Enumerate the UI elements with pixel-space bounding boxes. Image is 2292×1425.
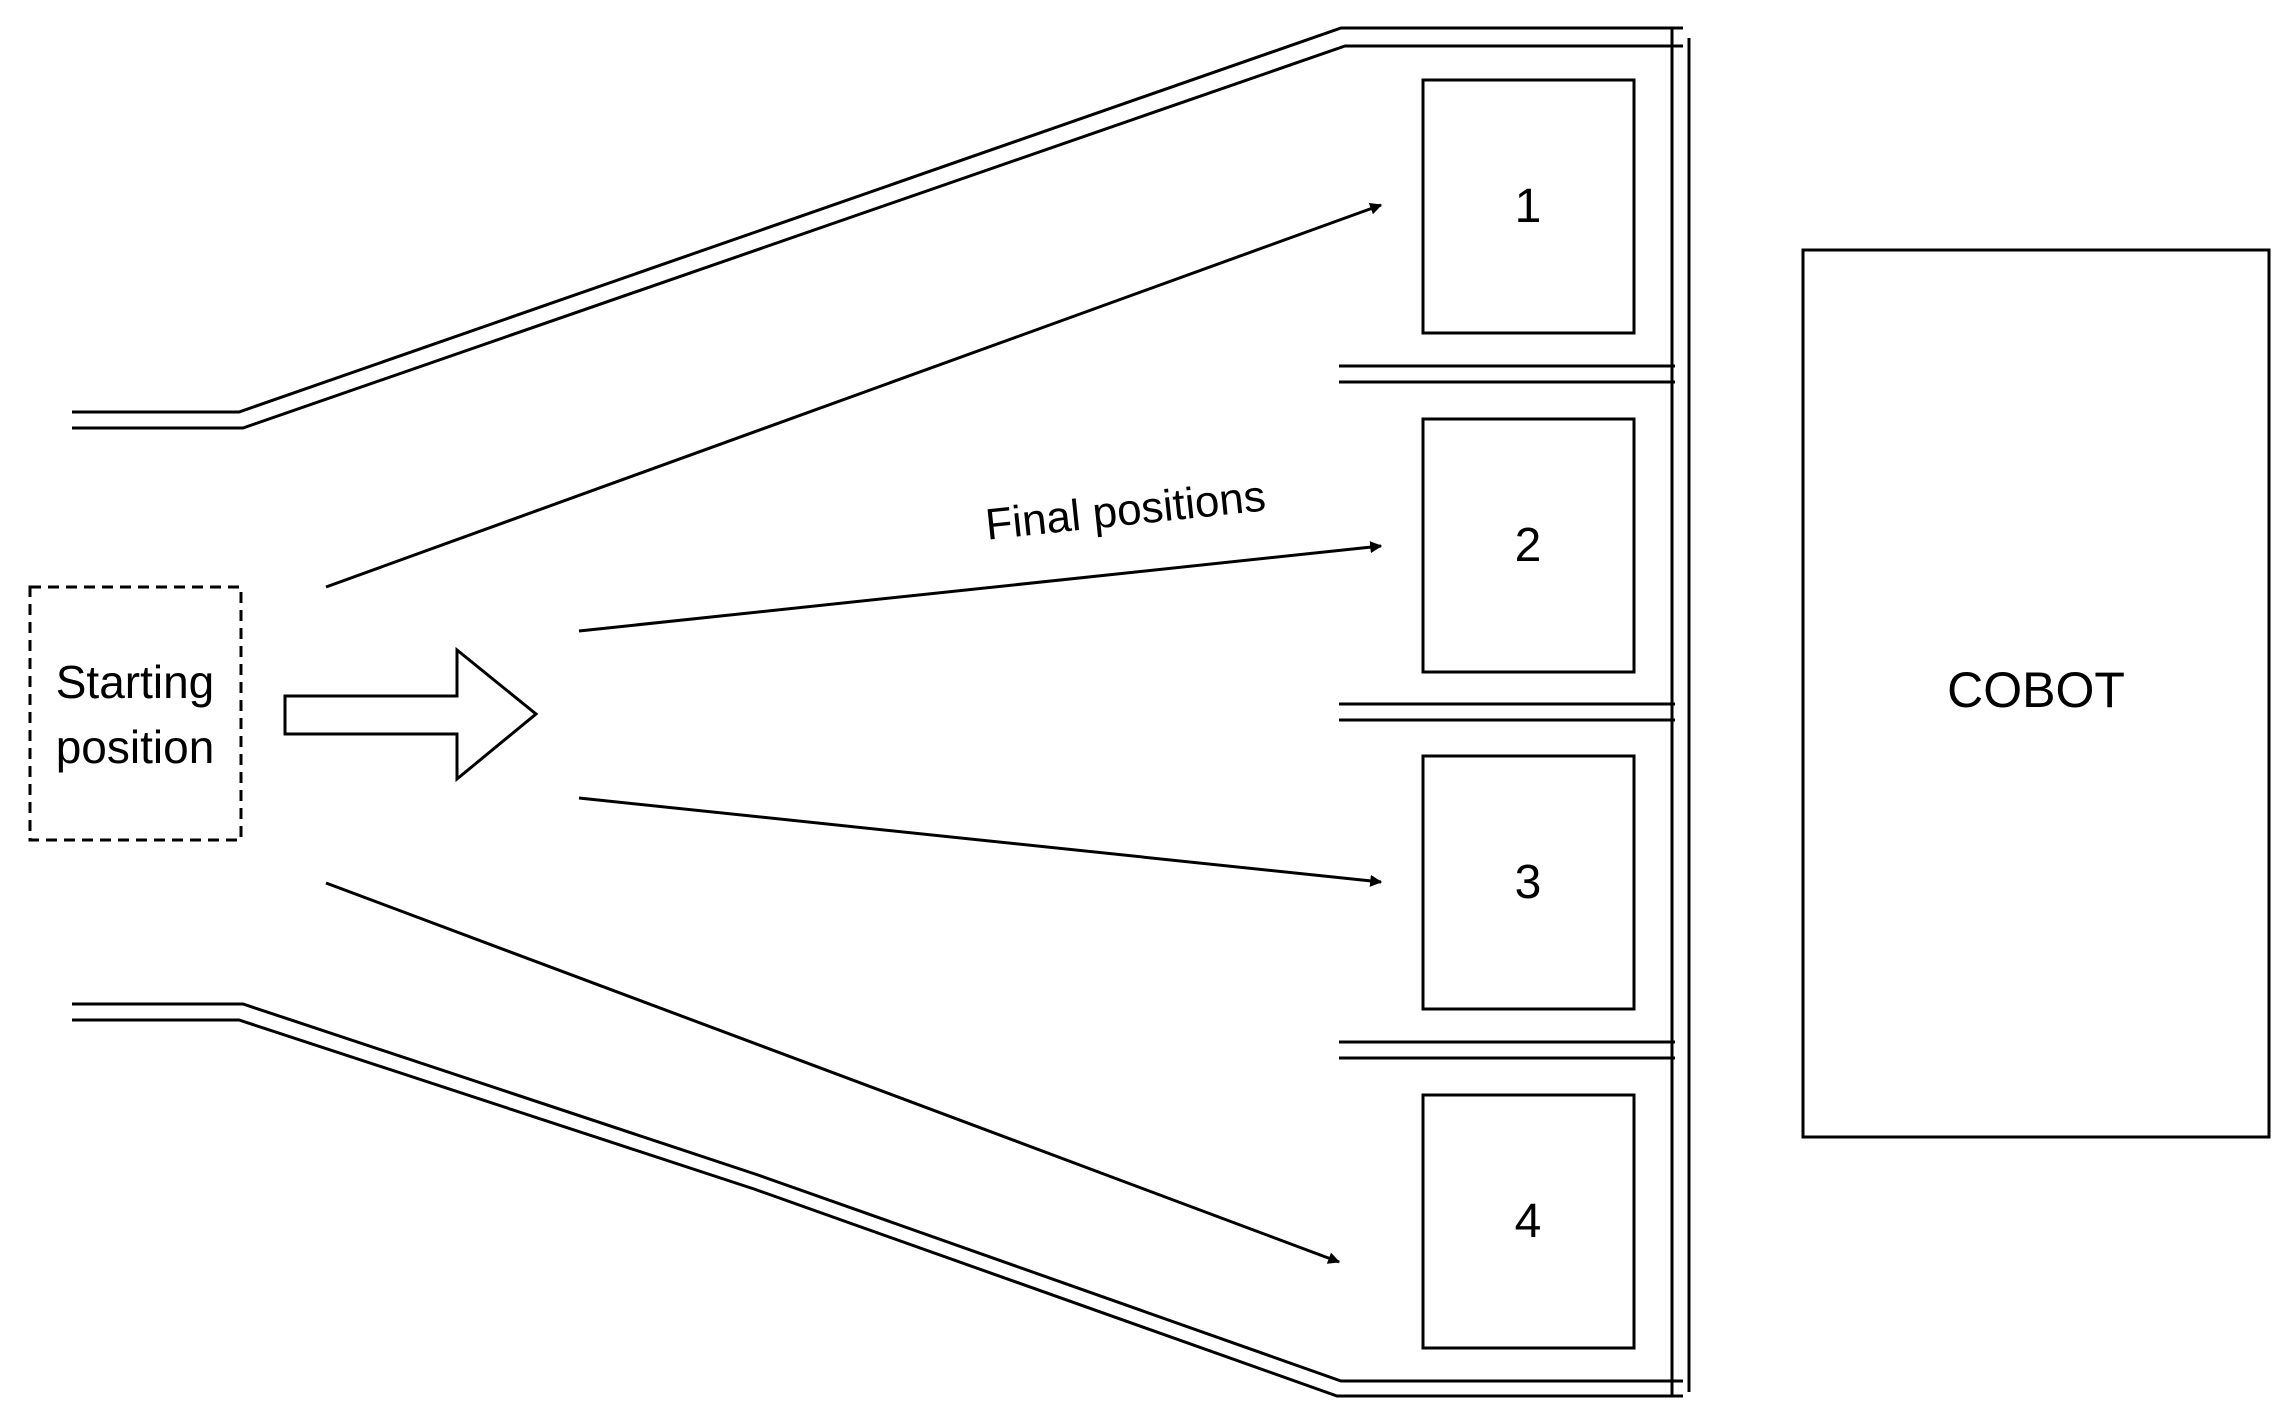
- cobot: COBOT: [1801, 248, 2271, 1139]
- slot-box: [1421, 1093, 1636, 1350]
- cobot-label: COBOT: [1947, 662, 2125, 718]
- starting-position-label-line1: Starting: [56, 656, 215, 708]
- slot-box: [1421, 754, 1636, 1011]
- slot-1: 1: [1421, 78, 1636, 335]
- right-wall: [1670, 28, 1691, 1396]
- slot-box: [1421, 78, 1636, 335]
- arrow-to-slot-4: [325, 881, 1341, 1264]
- upper-funnel-wall: [72, 26, 1683, 430]
- slot-4: 4: [1421, 1093, 1636, 1350]
- slot-3: 3: [1421, 754, 1636, 1011]
- arrow-to-slot-1: [325, 203, 1383, 589]
- slot-2: 2: [1421, 417, 1636, 674]
- starting-position: Starting position: [28, 585, 243, 842]
- trajectory-arrows: [325, 203, 1383, 1264]
- block-arrow-icon: [283, 646, 539, 783]
- starting-position-box: [28, 585, 243, 842]
- slot-label: 1: [1515, 180, 1542, 233]
- final-positions-label: Final positions: [983, 472, 1268, 550]
- cobot-box: [1801, 248, 2271, 1139]
- slot-label: 2: [1515, 519, 1542, 572]
- slot-box: [1421, 417, 1636, 674]
- arrow-to-slot-3: [578, 796, 1383, 887]
- lower-funnel-wall: [72, 1002, 1683, 1398]
- starting-position-label-line2: position: [56, 721, 215, 773]
- arrow-to-slot-2: [578, 541, 1383, 633]
- slot-dividers: [1339, 364, 1675, 1060]
- slot-label: 3: [1515, 856, 1542, 909]
- slot-label: 4: [1515, 1195, 1542, 1248]
